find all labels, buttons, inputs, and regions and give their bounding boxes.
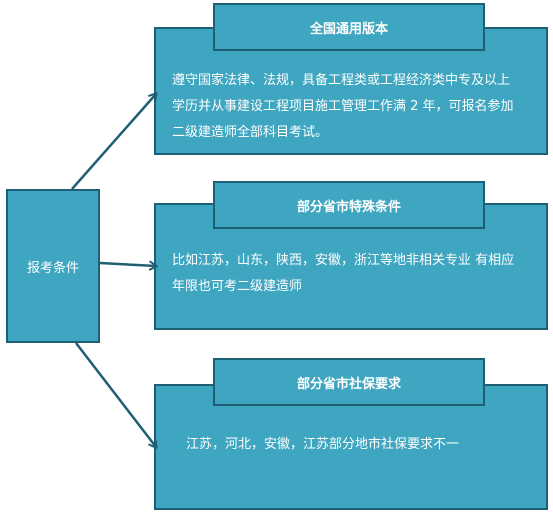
branch-title-social-security: 部分省市社保要求 — [296, 376, 401, 392]
arrow-to-national — [71, 92, 158, 190]
text-line: 二级建造师全部科目考试。 — [172, 125, 329, 140]
text-line: 江苏，河北，安徽，江苏部分地市社保要求不一 — [186, 437, 460, 452]
branch-text-special: 比如江苏，山东，陕西，安徽，浙江等地非相关专业 有相应 年限也可考二级建造师 — [172, 248, 546, 300]
branch-title-national: 全国通用版本 — [309, 21, 388, 37]
branch-text-social-security: 江苏，河北，安徽，江苏部分地市社保要求不一 — [186, 432, 526, 458]
branch-header-special: 部分省市特殊条件 — [213, 181, 485, 229]
text-line: 年限也可考二级建造师 — [172, 279, 303, 294]
branch-header-national: 全国通用版本 — [213, 3, 485, 51]
branch-title-special: 部分省市特殊条件 — [296, 199, 401, 215]
root-label: 报考条件 — [26, 260, 79, 276]
branch-header-social-security: 部分省市社保要求 — [213, 358, 485, 406]
text-line: 遵守国家法律、法规，具备工程类或工程经济类中专及以上 — [172, 73, 511, 88]
root-node: 报考条件 — [6, 189, 100, 343]
arrow-to-special — [99, 260, 158, 271]
text-line: 比如江苏，山东，陕西，安徽，浙江等地非相关专业 有相应 — [172, 253, 515, 268]
arrow-to-social-security — [75, 342, 158, 449]
text-line: 学历并从事建设工程项目施工管理工作满 2 年，可报名参加 — [172, 99, 514, 114]
branch-text-national: 遵守国家法律、法规，具备工程类或工程经济类中专及以上 学历并从事建设工程项目施工… — [172, 68, 542, 146]
